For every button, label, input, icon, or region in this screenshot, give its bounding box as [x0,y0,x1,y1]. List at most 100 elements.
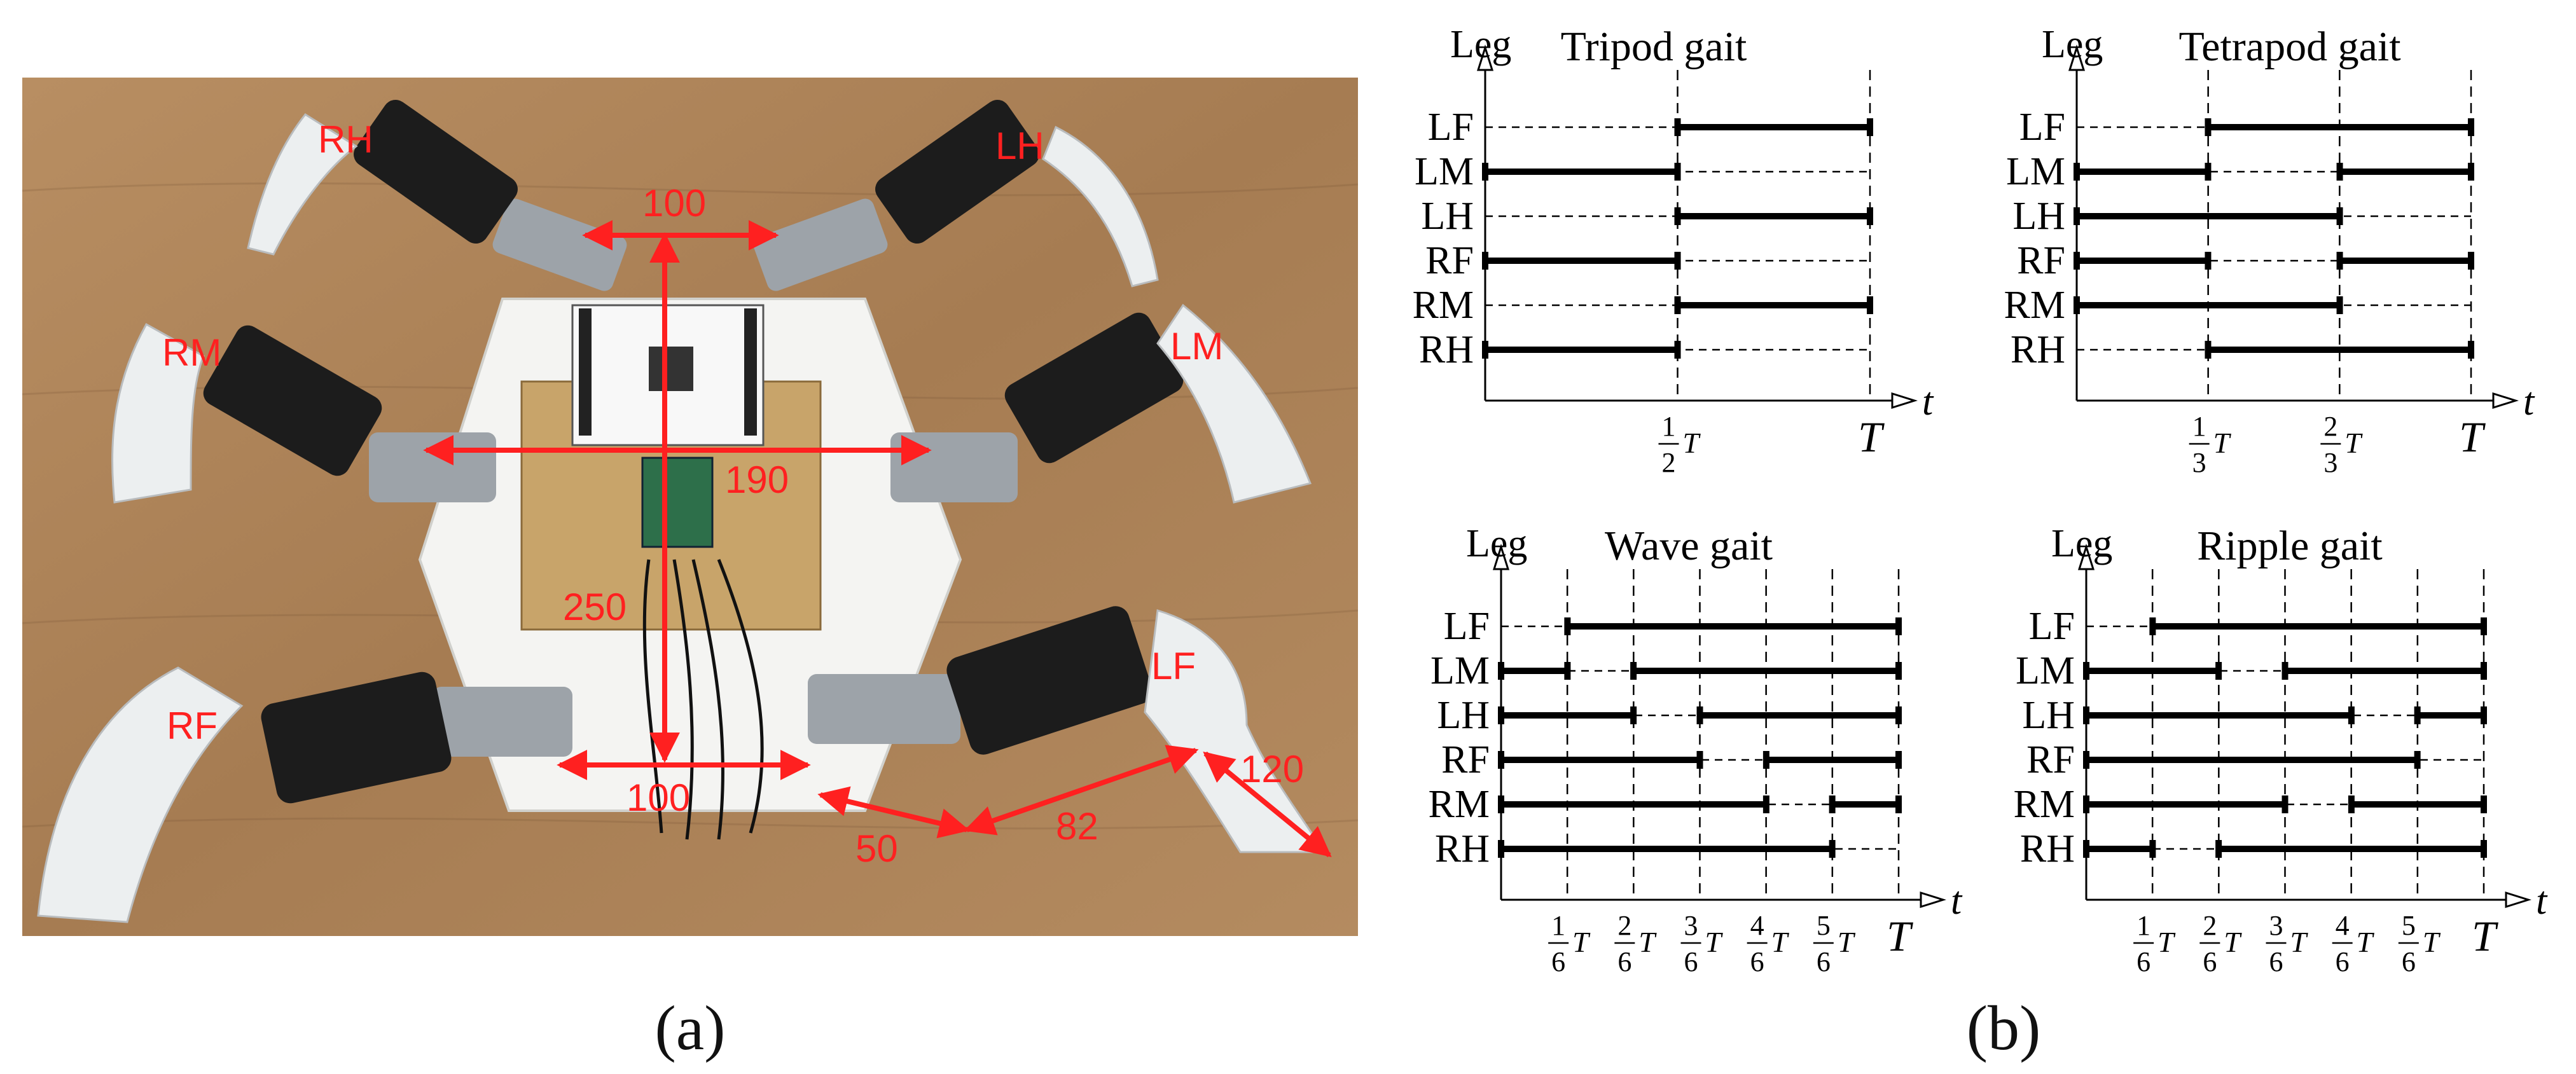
stance-phase-start-tick [2074,252,2080,270]
gait-title: Ripple gait [2197,523,2382,569]
stance-phase-end-tick [2468,252,2474,270]
dim-label-coxa: 50 [855,827,898,870]
stance-phase-end-tick [2468,341,2474,359]
y-axis-label: Leg [1450,23,1511,66]
leg-row-label: LF [1444,605,1490,648]
leg-label-rf: RF [167,705,218,747]
leg-row-label: RM [2004,284,2065,327]
stance-phase-end-tick [2205,163,2212,181]
tick-label: T [1887,912,1913,960]
leg-row-label: LF [2029,605,2075,648]
stance-phase-start-tick [1482,341,1488,359]
leg-row-label: RF [1425,239,1474,282]
tick-label-numerator: 5 [1817,910,1831,941]
stance-phase-start-tick [2083,662,2089,680]
leg-lh [753,100,1159,291]
tick-label-numerator: 2 [2203,910,2217,941]
leg-row-label: RH [2011,328,2065,371]
dim-label-body-length: 250 [563,586,627,628]
tick-label: T [1858,413,1885,461]
stance-phase-start-tick [1762,751,1769,769]
tick-label-denominator: 2 [1662,447,1676,478]
stance-phase-start-tick [1498,706,1504,724]
stance-phase-start-tick [2205,118,2212,136]
tick-label-suffix: T [1838,926,1856,958]
x-axis-label: t [2523,380,2535,423]
stance-phase-start-tick [1482,163,1488,181]
tick-label-denominator: 6 [2203,946,2217,977]
dim-arrow-tibia [1203,751,1332,858]
stance-phase-end-tick [2468,118,2474,136]
leg-rm [111,322,496,504]
leg-label-lf: LF [1151,645,1196,687]
dim-label-middle-width: 190 [725,458,789,501]
leg-row-label: RH [2020,827,2075,871]
stance-phase-end-tick [1564,662,1571,680]
stance-phase-start-tick [2336,163,2343,181]
panel-b-caption: (b) [1967,993,2041,1063]
stance-phase-end-tick [2149,840,2156,858]
x-axis-arrowhead [2492,392,2519,410]
x-axis-arrowhead [2505,891,2532,909]
stance-phase-start-tick [2083,840,2089,858]
stance-phase-end-tick [1674,163,1681,181]
leg-label-rh: RH [318,118,373,161]
stance-phase-start-tick [1674,296,1681,314]
stance-phase-start-tick [2074,163,2080,181]
leg-row-label: LF [2019,106,2065,149]
tick-label-denominator: 6 [2136,946,2150,977]
stance-phase-end-tick [1674,252,1681,270]
gait-title: Tetrapod gait [2178,24,2400,70]
stance-phase-start-tick [2083,795,2089,813]
tick-label-suffix: T [1572,926,1591,958]
tick-label-suffix: T [2224,926,2242,958]
tick-label-suffix: T [2290,926,2309,958]
tick-label-suffix: T [1638,926,1657,958]
leg-row-label: LM [2016,649,2075,692]
driver-pcb [641,457,714,548]
stance-phase-end-tick [2215,662,2222,680]
microcontroller-chip [649,347,693,391]
stance-phase-start-tick [1829,795,1836,813]
y-axis-label: Leg [2051,522,2112,565]
leg-row-label: RH [1419,328,1474,371]
tick-label-denominator: 6 [2269,946,2283,977]
header-pins-right [744,308,757,436]
stance-phase-start-tick [2149,617,2156,635]
y-axis-label: Leg [1466,522,1527,565]
tick-label-denominator: 6 [1750,946,1764,977]
stance-phase-end-tick [1696,751,1703,769]
leg-row-label: LM [2006,150,2065,193]
stance-phase-end-tick [2481,662,2487,680]
tick-label-numerator: 1 [2136,910,2150,941]
tick-label-denominator: 3 [2323,447,2337,478]
stance-phase-end-tick [2282,795,2289,813]
stance-phase-end-tick [2348,706,2355,724]
dim-label-top-width: 100 [642,182,706,224]
y-axis-arrowhead [1492,543,1510,570]
leg-row-label: LM [1430,649,1490,692]
tick-label-numerator: 2 [1617,910,1631,941]
stance-phase-end-tick [2336,296,2343,314]
dimension-labels: 100 190 250 100 50 82 120 [563,182,1304,870]
leg-lm [890,303,1312,504]
stance-phase-end-tick [1829,840,1836,858]
stance-phase-end-tick [2205,252,2212,270]
dim-label-femur: 82 [1056,805,1098,848]
leg-row-label: RM [1429,783,1490,826]
leg-labels: RH LH RM LM RF LF [162,118,1223,747]
leg-rf [37,666,572,923]
stance-phase-start-tick [2074,207,2080,225]
header-pins-left [579,308,592,436]
leg-row-label: LH [2012,195,2065,238]
tick-label-suffix: T [2157,926,2176,958]
leg-row-label: RF [2017,239,2065,282]
stance-phase-end-tick [1895,706,1902,724]
stance-phase-end-tick [1867,118,1873,136]
tick-label-denominator: 6 [1551,946,1565,977]
leg-label-rm: RM [162,331,221,374]
tick-label-suffix: T [1771,926,1790,958]
robot-photo-panel: RH LH RM LM RF LF 100 190 250 100 50 82 … [22,78,1359,1063]
